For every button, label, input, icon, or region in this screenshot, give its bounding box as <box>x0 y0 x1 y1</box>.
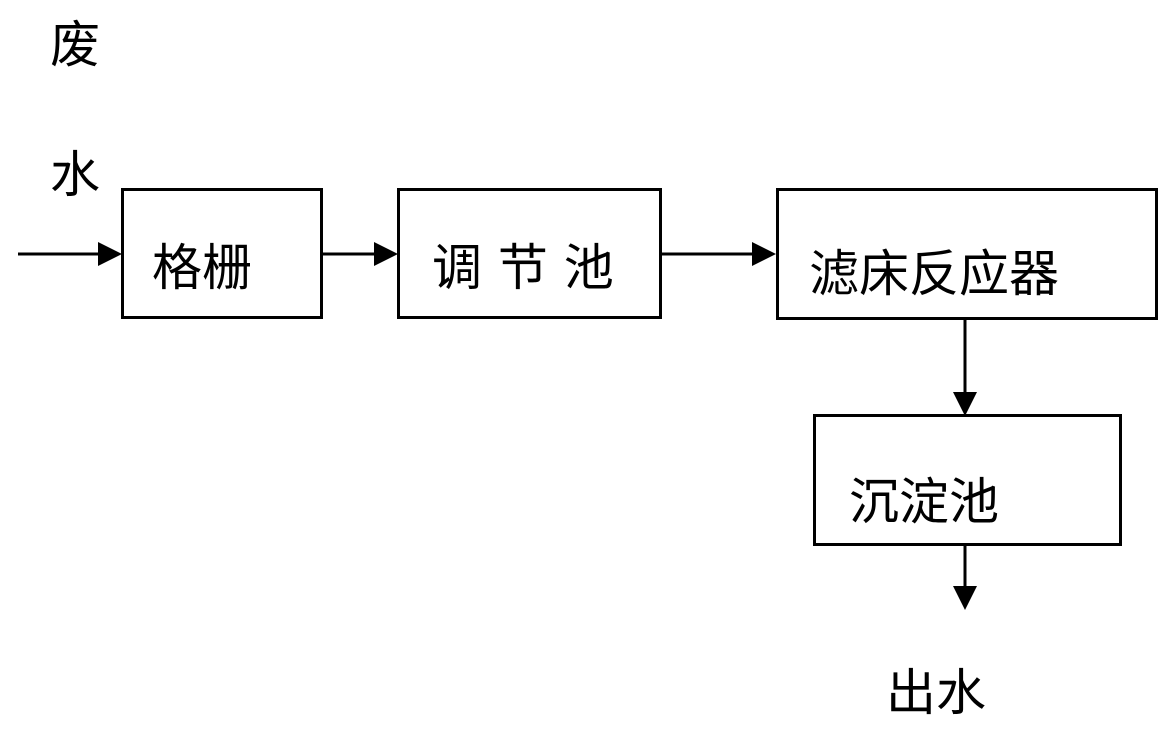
step-box-sediment: 沉淀池 <box>813 414 1122 546</box>
step-box-filter: 滤床反应器 <box>776 188 1158 320</box>
step-label-sediment: 沉淀池 <box>849 473 999 531</box>
input-label-line1: 废 <box>50 16 100 74</box>
step-label-filter: 滤床反应器 <box>809 245 1059 303</box>
step-label-tank: 调 节 池 <box>432 239 614 297</box>
arrow-tank-to-filter <box>662 242 776 266</box>
output-label: 出水 <box>886 664 986 722</box>
step-label-grille: 格栅 <box>152 239 252 297</box>
step-box-grille: 格栅 <box>121 188 323 319</box>
arrow-sediment-to-output <box>953 546 977 610</box>
arrow-filter-to-sediment <box>953 320 977 416</box>
arrow-input-to-grille <box>18 242 122 266</box>
step-box-tank: 调 节 池 <box>397 188 662 319</box>
arrow-grille-to-tank <box>323 242 398 266</box>
input-label-line2: 水 <box>50 146 100 204</box>
